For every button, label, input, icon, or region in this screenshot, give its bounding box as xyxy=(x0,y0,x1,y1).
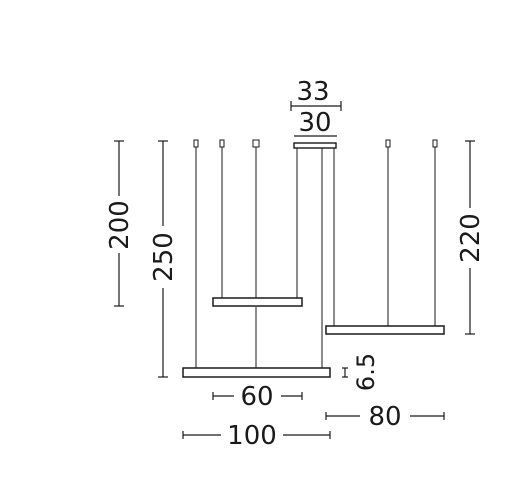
label-height-200: 200 xyxy=(105,200,135,250)
width-dimension-100 xyxy=(182,431,331,439)
label-canopy-inner: 30 xyxy=(298,108,331,138)
height-dimension-200 xyxy=(114,140,124,307)
label-width-80: 80 xyxy=(368,402,401,432)
label-canopy-outer: 33 xyxy=(296,77,329,107)
width-dimension-80 xyxy=(325,412,445,420)
label-width-100: 100 xyxy=(227,421,277,451)
suspension-cables xyxy=(195,147,436,368)
height-dimension-250 xyxy=(158,140,168,378)
ring-small xyxy=(212,297,303,307)
label-height-220: 220 xyxy=(456,213,486,263)
canopy-dimension-33 xyxy=(290,101,342,111)
height-dimension-220 xyxy=(465,140,475,335)
width-dimension-60 xyxy=(212,392,303,400)
thickness-dimension xyxy=(342,367,348,378)
ring-right xyxy=(325,325,445,335)
label-ring-thickness: 6.5 xyxy=(352,353,380,391)
ceiling-canopy xyxy=(293,142,337,149)
ring-large xyxy=(182,367,331,378)
label-height-250: 250 xyxy=(149,232,179,282)
label-width-60: 60 xyxy=(240,382,273,412)
